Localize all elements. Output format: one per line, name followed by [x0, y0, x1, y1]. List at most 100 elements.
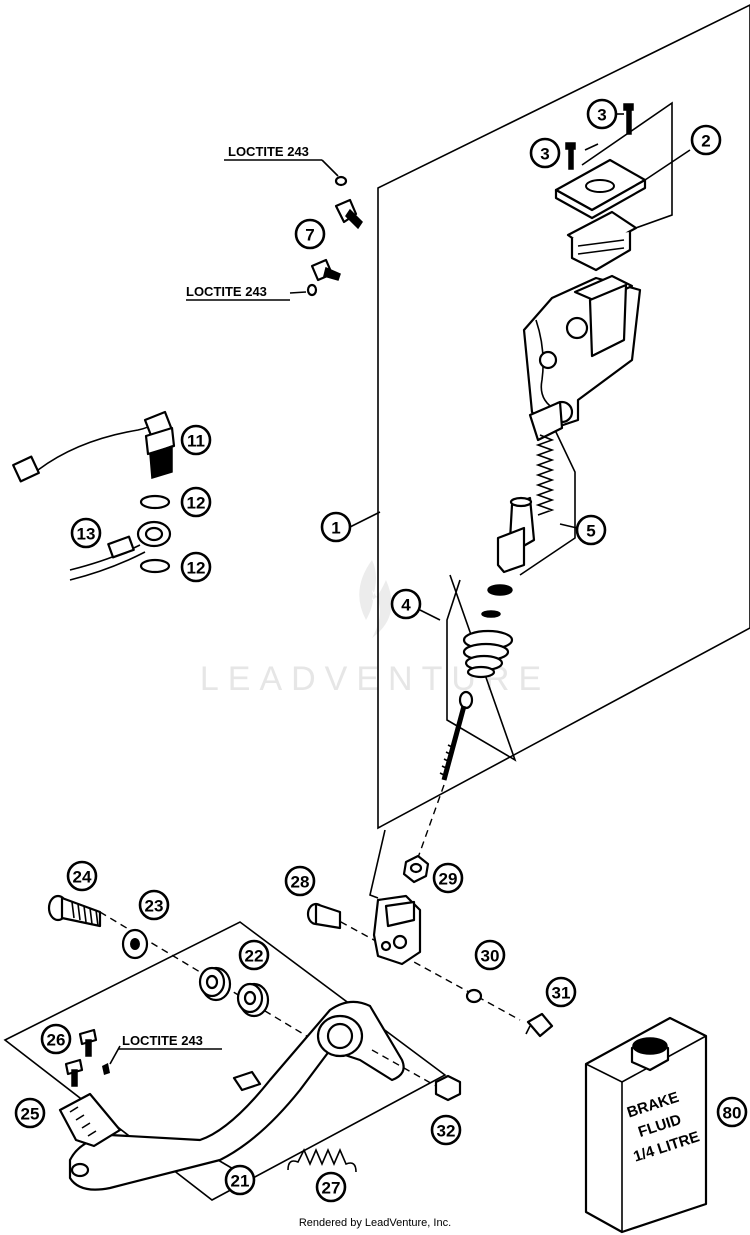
reservoir-cap [554, 158, 647, 220]
svg-text:29: 29 [439, 870, 458, 889]
svg-text:7: 7 [305, 226, 314, 245]
reservoir-diaphragm [566, 210, 638, 272]
svg-text:1: 1 [331, 519, 340, 538]
callout-30: 30 [474, 939, 506, 971]
callout-31: 31 [545, 976, 577, 1008]
svg-text:4: 4 [401, 596, 411, 615]
callout-23: 23 [138, 889, 170, 921]
piston [496, 496, 536, 574]
callout-29: 29 [432, 862, 464, 894]
brake-hose [69, 520, 172, 581]
svg-text:5: 5 [586, 522, 595, 541]
bushing-22b [236, 982, 270, 1018]
svg-text:30: 30 [481, 947, 500, 966]
leader-2 [644, 149, 691, 181]
leader-4 [419, 609, 441, 621]
washer-30 [465, 988, 483, 1004]
nut-29 [402, 854, 430, 884]
leader-loctite-mid [289, 291, 307, 294]
bracket-5 [519, 429, 576, 576]
callout-11: 11 [180, 424, 212, 456]
svg-text:23: 23 [145, 897, 164, 916]
screw-26b [64, 1058, 84, 1087]
leader-5 [559, 523, 578, 529]
svg-text:28: 28 [291, 873, 310, 892]
cotter-pin-31 [525, 1012, 554, 1038]
callout-2: 2 [690, 124, 722, 156]
seal-4a [487, 584, 513, 596]
callout-3a: 3 [586, 98, 618, 130]
assembly-1-frame [377, 4, 750, 830]
piston-spring [535, 434, 555, 516]
washer-26 [102, 1063, 110, 1075]
svg-text:80: 80 [723, 1104, 742, 1123]
svg-text:3: 3 [597, 106, 606, 125]
callout-28: 28 [284, 865, 316, 897]
callout-4: 4 [390, 588, 422, 620]
brake-light-switch [12, 410, 176, 483]
svg-text:25: 25 [21, 1105, 40, 1124]
callout-1: 1 [320, 511, 352, 543]
screw-26a [78, 1028, 98, 1057]
svg-text:3: 3 [540, 145, 549, 164]
screw-3b [565, 142, 576, 170]
washer-7b [306, 283, 318, 297]
footer-credit: Rendered by LeadVenture, Inc. [299, 1217, 451, 1229]
pivot-bolt-24 [47, 894, 102, 928]
seal-4b [481, 610, 501, 618]
watermark: LEADVENTURE [200, 560, 541, 698]
nut-32 [434, 1074, 462, 1102]
svg-text:12: 12 [187, 559, 206, 578]
screw-3a [623, 103, 634, 135]
svg-text:24: 24 [73, 868, 92, 887]
callout-12a: 12 [180, 486, 212, 518]
axis-clevis [329, 915, 521, 1021]
svg-text:21: 21 [231, 1172, 250, 1191]
bushing-22a [198, 966, 232, 1002]
brake-pedal [68, 1000, 405, 1191]
callout-27: 27 [315, 1171, 347, 1203]
master-cylinder-body [522, 274, 642, 442]
callout-26: 26 [40, 1023, 72, 1055]
washer-23 [121, 928, 149, 960]
callout-24: 24 [66, 860, 98, 892]
svg-text:13: 13 [77, 525, 96, 544]
o-ring-12a [139, 494, 171, 510]
callout-3b: 3 [529, 137, 561, 169]
callout-13: 13 [70, 517, 102, 549]
bolt-7a [334, 198, 363, 230]
washer-7a [334, 175, 348, 187]
loctite-note-bottom: LOCTITE 243 [122, 1033, 203, 1048]
leader-loctite-top [321, 159, 339, 177]
callout-25: 25 [14, 1097, 46, 1129]
clevis [372, 894, 422, 966]
loctite-note-mid: LOCTITE 243 [186, 284, 267, 299]
bolt-7b [310, 258, 341, 282]
svg-text:2: 2 [701, 132, 710, 151]
pin-28 [306, 902, 342, 930]
callout-5: 5 [575, 514, 607, 546]
return-spring-27 [287, 1147, 357, 1173]
step-plate-25 [58, 1092, 122, 1148]
callout-22: 22 [238, 939, 270, 971]
svg-text:31: 31 [552, 984, 571, 1003]
callout-21: 21 [224, 1164, 256, 1196]
svg-text:26: 26 [47, 1031, 66, 1050]
svg-text:12: 12 [187, 494, 206, 513]
leader-1 [349, 511, 381, 528]
axis-nut-32 [371, 1049, 437, 1087]
push-rod [439, 690, 474, 781]
flame-logo-icon [359, 560, 392, 638]
callout-32: 32 [430, 1114, 462, 1146]
svg-text:22: 22 [245, 947, 264, 966]
brake-fluid-bottle: BRAKE FLUID 1/4 LITRE [584, 1016, 708, 1234]
callout-7: 7 [294, 218, 326, 250]
bracket-29 [369, 829, 386, 899]
callout-80: 80 [716, 1096, 748, 1128]
svg-text:11: 11 [187, 432, 205, 451]
callout-12b: 12 [180, 551, 212, 583]
bracket-4 [446, 574, 517, 762]
loctite-note-top: LOCTITE 243 [228, 144, 309, 159]
svg-text:27: 27 [322, 1179, 341, 1198]
